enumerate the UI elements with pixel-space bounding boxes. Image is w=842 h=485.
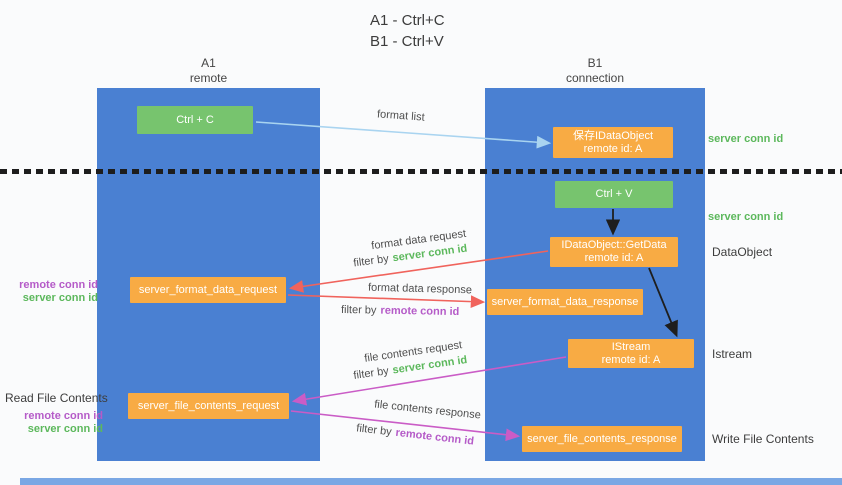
save-idataobject-line2: remote id: A: [583, 142, 643, 155]
dataobject-side-label: DataObject: [712, 245, 773, 259]
save-idataobject-line1: 保存IDataObject: [572, 129, 654, 142]
ctrl-v-label: Ctrl + V: [595, 188, 633, 200]
phase-separator-line: [0, 169, 842, 174]
getdata-line1: IDataObject::GetData: [561, 239, 667, 251]
file-contents-response-label: file contents response: [373, 398, 482, 422]
save-idataobject-label: 保存IDataObject remote id: A: [573, 130, 653, 156]
server-format-data-request-label: server_format_data_request: [138, 283, 278, 296]
read-file-contents-label: Read File Contents: [5, 391, 108, 405]
getdata-label: IDataObject::GetData remote id: A: [561, 239, 666, 265]
getdata-line2: remote id: A: [584, 252, 644, 264]
column-b1-subtitle: connection: [565, 71, 625, 85]
column-header-b1: B1 connection: [485, 56, 705, 86]
server-file-contents-request-box: server_file_contents_request: [128, 393, 289, 419]
server-conn-id-side-1: server conn id: [22, 292, 98, 304]
title-line-1: A1 - Ctrl+C: [370, 12, 445, 29]
filter-by-text: filter by: [340, 303, 377, 317]
write-file-contents-label: Write File Contents: [712, 432, 814, 446]
ctrl-v-box: Ctrl + V: [555, 181, 673, 208]
istream-label: IStream remote id: A: [602, 341, 661, 367]
ctrl-c-label: Ctrl + C: [176, 113, 214, 126]
getdata-box: IDataObject::GetData remote id: A: [550, 237, 678, 267]
remote-conn-id-text: remote conn id: [380, 304, 460, 319]
filter-by-text: filter by: [355, 422, 393, 439]
format-list-label: format list: [376, 108, 426, 124]
server-format-data-response-box: server_format_data_response: [487, 289, 643, 315]
server-file-contents-request-label: server_file_contents_request: [137, 399, 280, 412]
server-file-contents-response-label: server_file_contents_response: [527, 432, 677, 445]
remote-conn-id-side-1: remote conn id: [19, 279, 98, 291]
format-data-response-label: format data response: [367, 281, 473, 297]
istream-side-label: Istream: [712, 347, 753, 361]
filter-by-text: filter by: [352, 252, 390, 270]
server-format-data-response-label: server_format_data_response: [491, 295, 639, 308]
istream-line2: remote id: A: [601, 353, 661, 366]
title-line-2: B1 - Ctrl+V: [370, 33, 444, 50]
server-conn-id-side-top: server conn id: [708, 133, 784, 145]
server-conn-id-side-2: server conn id: [27, 423, 103, 435]
remote-conn-id-text: remote conn id: [394, 426, 475, 448]
ctrl-c-box: Ctrl + C: [137, 106, 253, 134]
bottom-window-edge: [20, 478, 842, 485]
column-a1-subtitle: remote: [189, 71, 228, 85]
column-b1-name: B1: [587, 56, 603, 70]
istream-line1: IStream: [611, 340, 651, 353]
save-idataobject-box: 保存IDataObject remote id: A: [553, 127, 673, 158]
server-format-data-request-box: server_format_data_request: [130, 277, 286, 303]
istream-box: IStream remote id: A: [568, 339, 694, 368]
server-conn-id-side-mid: server conn id: [708, 211, 784, 223]
column-a1-name: A1: [201, 56, 216, 70]
diagram-title: A1 - Ctrl+C B1 - Ctrl+V: [370, 10, 445, 52]
filter-by-text: filter by: [352, 365, 390, 382]
server-file-contents-response-box: server_file_contents_response: [522, 426, 682, 452]
remote-conn-id-side-2: remote conn id: [24, 410, 103, 422]
column-header-a1: A1 remote: [97, 56, 320, 86]
